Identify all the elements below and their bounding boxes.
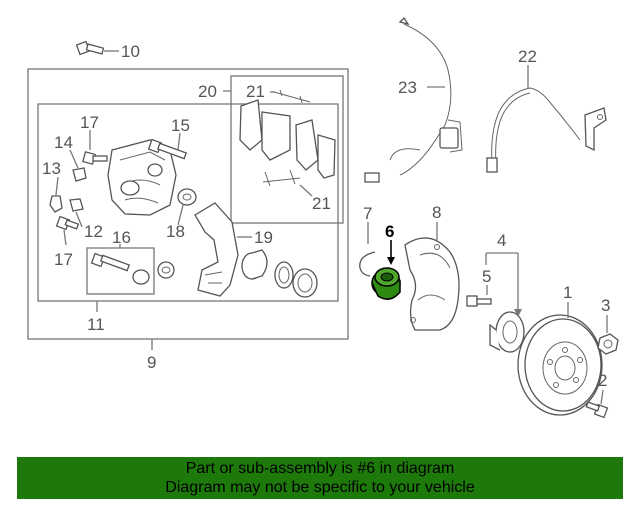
- guide-pin-16-icon: [90, 252, 150, 285]
- snap-ring-7-icon: [359, 251, 376, 277]
- part-info-banner: Part or sub-assembly is #6 in diagram Di…: [17, 457, 623, 499]
- bolt-10-icon: [75, 40, 105, 56]
- callout-5: 5: [482, 267, 491, 286]
- callout-10: 10: [121, 42, 140, 61]
- boot-18-icon: [177, 188, 197, 206]
- bolt-15-icon: [147, 138, 188, 160]
- hub-4-icon: [489, 311, 525, 353]
- callout-11: 11: [87, 315, 105, 334]
- callout-2: 2: [598, 371, 607, 390]
- wheel-sensor-harness-icon: [364, 16, 463, 183]
- banner-line-1: Part or sub-assembly is #6 in diagram: [185, 460, 455, 477]
- cap-12-icon: [69, 198, 84, 212]
- callout-9: 9: [147, 353, 156, 372]
- brake-pads-icon: [239, 89, 336, 187]
- seal-ring-icon: [274, 261, 294, 289]
- bleeder-17-icon: [82, 151, 108, 165]
- callout-21-bottom: 21: [312, 194, 331, 213]
- piston-icon: [241, 249, 268, 280]
- banner-line-2: Diagram may not be specific to your vehi…: [165, 479, 475, 496]
- hub-nut-3-icon: [597, 333, 619, 355]
- callout-8: 8: [432, 203, 441, 222]
- brake-hose-icon: [486, 87, 607, 173]
- callout-18: 18: [166, 222, 185, 241]
- callout-6: 6: [385, 222, 394, 241]
- callout-15: 15: [171, 116, 190, 135]
- callout-3: 3: [601, 296, 610, 315]
- callout-20: 20: [198, 82, 217, 101]
- callout-22: 22: [518, 47, 537, 66]
- callout-21-top: 21: [246, 82, 265, 101]
- bolt-17-lower-icon: [55, 215, 80, 231]
- bracket-19-icon: [194, 202, 239, 297]
- callout-14: 14: [54, 133, 73, 152]
- callout-4: 4: [497, 231, 506, 250]
- callout-7: 7: [363, 204, 372, 223]
- boot-ring-icon: [292, 268, 318, 298]
- callout-19: 19: [254, 228, 273, 247]
- hub-bolt-5-icon: [466, 295, 492, 307]
- callout-17-bottom: 17: [54, 250, 73, 269]
- cap-14-icon: [72, 167, 87, 182]
- assembly-box-11: [37, 103, 339, 302]
- brake-rotor-1-icon: [517, 314, 603, 416]
- assembly-box-20: [230, 75, 344, 224]
- callout-23: 23: [398, 78, 417, 97]
- callout-1: 1: [563, 283, 572, 302]
- callout-13: 13: [42, 159, 61, 178]
- wheel-bearing-6-icon: [371, 267, 401, 300]
- assembly-box-9: [27, 68, 349, 340]
- clip-13-icon: [49, 195, 63, 213]
- boot-18-lower-icon: [157, 261, 175, 279]
- callout-17-top: 17: [80, 113, 99, 132]
- callout-16: 16: [112, 228, 131, 247]
- dust-shield-8-icon: [404, 237, 460, 331]
- parts-diagram: 10 20 21 21 17 15 14 13 12 17 16 18 19 1…: [27, 16, 619, 419]
- rotor-screw-2-icon: [585, 401, 609, 419]
- callout-12: 12: [84, 222, 103, 241]
